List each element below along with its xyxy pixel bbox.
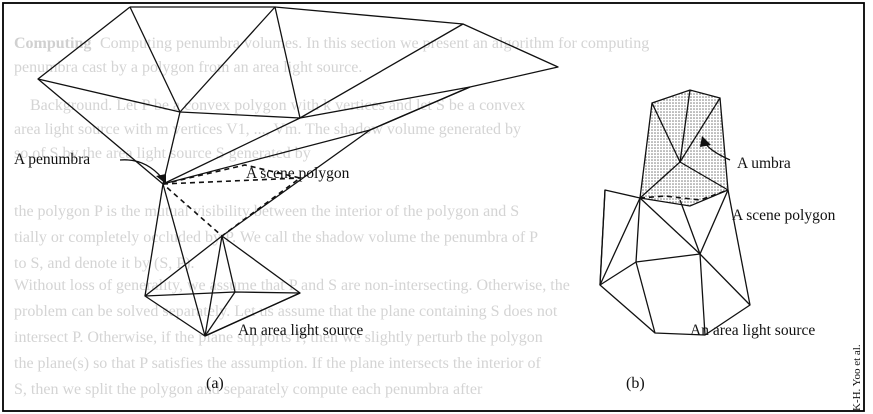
scene-polygon-a: [162, 164, 302, 238]
figure-frame: [2, 2, 865, 412]
cone-edge: [221, 235, 301, 294]
umbra-edge: [679, 97, 721, 163]
scene-polygon-b: [639, 189, 729, 201]
author-credit: K-H. Yoo et al.: [851, 344, 863, 411]
scene-polygon-edges: [162, 164, 302, 238]
caption-b: (b): [626, 375, 645, 392]
cone-edge-b: [599, 189, 606, 286]
umbra-edge: [679, 161, 729, 191]
background-line-2: penumbra cast by a polygon from an area …: [14, 59, 362, 76]
cone-edge-b: [699, 189, 729, 255]
cone-edge: [144, 183, 164, 297]
background-line-8: tially or completely occluded by P. We c…: [14, 229, 538, 246]
penumbra-edge: [129, 6, 181, 113]
umbra-edge: [651, 102, 681, 163]
cone-edge: [221, 129, 371, 237]
cone-edge: [204, 235, 223, 337]
caption-a: (a): [206, 375, 224, 392]
background-heading: Computing: [14, 35, 91, 52]
label-penumbra: A penumbra: [14, 151, 90, 168]
cone-edge-b: [635, 261, 656, 334]
cone-edge-b: [699, 253, 751, 306]
umbra-edge: [639, 161, 681, 199]
area-light-source-a: [144, 291, 301, 337]
background-line-11: problem can be solved separately. Let us…: [14, 303, 558, 320]
background-line-9: to S, and denote it by (S, P).: [14, 255, 194, 272]
cone-edge: [221, 235, 236, 293]
label-scene-polygon-b: A scene polygon: [732, 207, 836, 224]
background-line-5: area light source with m vertices V1, ..…: [14, 121, 521, 138]
penumbra-edge: [299, 23, 464, 119]
penumbra-edge: [162, 117, 301, 185]
label-scene-polygon-a: A scene polygon: [246, 165, 350, 182]
figure-b: A umbra A scene polygon An area light so…: [599, 89, 836, 392]
cone-edge: [144, 235, 223, 297]
cone-edge-b: [635, 253, 701, 263]
penumbra-edge: [369, 86, 471, 131]
background-line-13: the plane(s) so that P satisfies the ass…: [14, 355, 542, 372]
background-line-14: S, then we split the polygon and separat…: [14, 381, 483, 398]
cone-edge-b: [635, 197, 641, 263]
background-line-1: Computing penumbra volumes. In this sect…: [100, 35, 649, 52]
penumbra-edge: [274, 6, 301, 119]
penumbra-edge: [179, 6, 276, 113]
penumbra-wireframe: [37, 6, 559, 185]
background-line-4: Background. Let P be a convex polygon wi…: [30, 97, 525, 114]
lower-cone-b: [599, 189, 751, 336]
background-line-7: the polygon P is the mutual visibility b…: [14, 203, 519, 220]
figure-a: A penumbra A scene polygon An area light…: [14, 6, 559, 392]
cone-edge-b: [599, 261, 637, 286]
background-line-12: intersect P. Otherwise, if the plane sup…: [14, 329, 543, 346]
cone-edge-b: [599, 197, 641, 286]
umbra-solid: [639, 89, 729, 207]
light-source-edge: [204, 291, 236, 337]
label-light-source-b: An area light source: [690, 322, 815, 339]
scene-polygon-diagonal: [162, 177, 301, 185]
cone-edge-b: [699, 253, 706, 336]
cone-edge-b: [639, 197, 701, 255]
penumbra-front-rim: [37, 78, 471, 119]
label-umbra: A umbra: [737, 155, 791, 172]
penumbra-edge: [162, 111, 181, 185]
umbra-arrowhead: [700, 136, 711, 147]
background-text: Computing Computing penumbra volumes. In…: [14, 35, 649, 398]
cone-edge: [162, 183, 206, 337]
penumbra-arrowhead: [156, 174, 166, 184]
background-line-10: Without loss of generality, we assume th…: [14, 277, 570, 294]
cone-outline-b: [599, 189, 751, 336]
label-light-source-a: An area light source: [238, 322, 363, 339]
penumbra-arrow: [119, 159, 163, 179]
cone-edge-b: [679, 199, 701, 255]
umbra-edge: [679, 89, 691, 163]
